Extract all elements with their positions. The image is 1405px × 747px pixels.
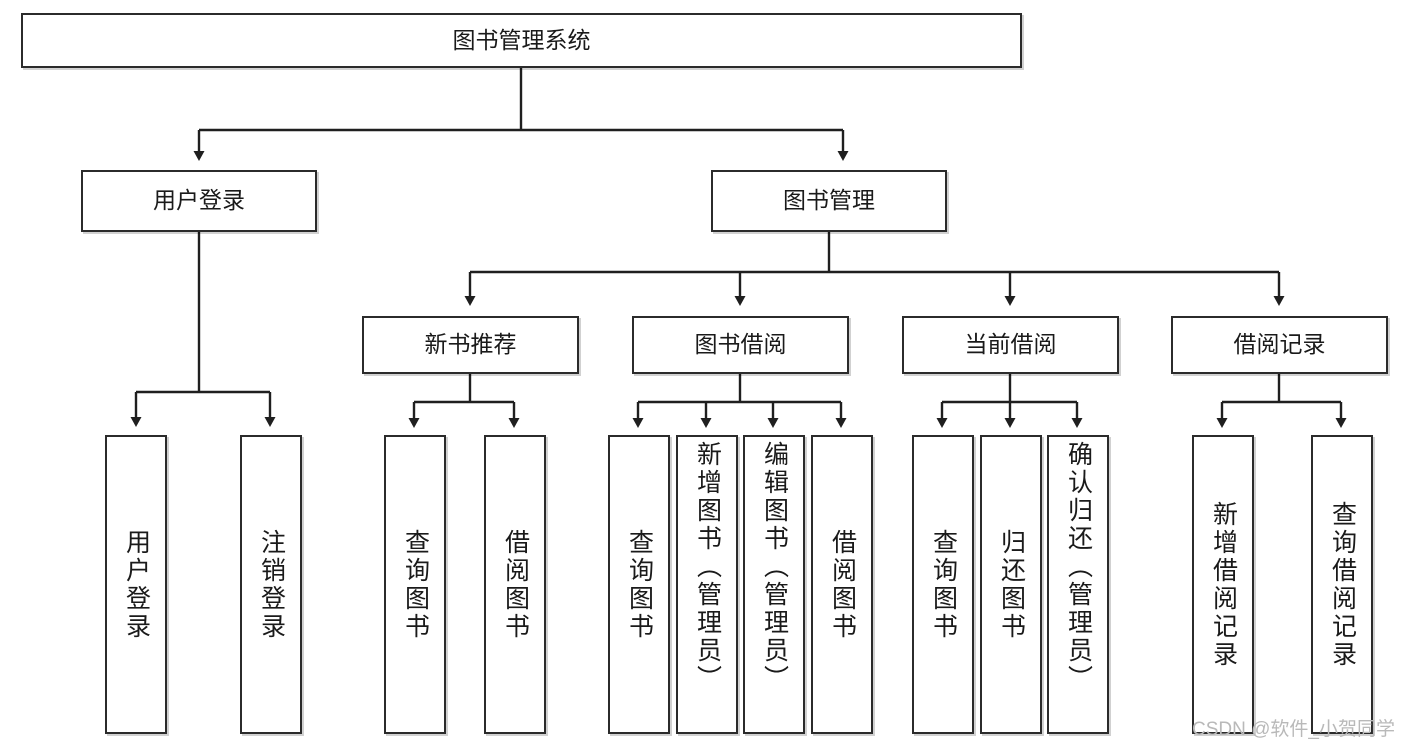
node-borrow-record[interactable]: 借阅记录 [1171,316,1388,374]
node-leaf-add-record[interactable]: 新增借阅记录 [1192,435,1254,734]
node-leaf-query-book-3-label: 查询图书 [929,528,958,641]
node-leaf-query-book-1[interactable]: 查询图书 [384,435,446,734]
node-book-borrow-label: 图书借阅 [694,331,787,358]
node-leaf-borrow-book-1[interactable]: 借阅图书 [484,435,546,734]
node-leaf-query-book-2-label: 查询图书 [625,528,654,641]
node-leaf-query-book-2[interactable]: 查询图书 [608,435,670,734]
node-leaf-add-record-label: 新增借阅记录 [1209,500,1238,669]
node-leaf-add-book-label: 新增图书（管理员） [693,441,722,693]
node-leaf-user-logout[interactable]: 注销登录 [240,435,302,734]
node-book-manage[interactable]: 图书管理 [711,170,947,232]
csdn-watermark: CSDN @软件_小贺同学 [1192,719,1395,740]
node-new-book-rec-label: 新书推荐 [424,331,517,358]
node-borrow-record-label: 借阅记录 [1233,331,1326,358]
node-leaf-return-book[interactable]: 归还图书 [980,435,1042,734]
node-current-borrow-label: 当前借阅 [964,331,1057,358]
node-root[interactable]: 图书管理系统 [21,13,1022,68]
node-root-label: 图书管理系统 [452,26,591,53]
node-leaf-user-logout-label: 注销登录 [257,528,286,641]
node-current-borrow[interactable]: 当前借阅 [902,316,1119,374]
node-leaf-borrow-book-2-label: 借阅图书 [828,528,857,641]
node-leaf-query-record-label: 查询借阅记录 [1328,500,1357,669]
node-book-manage-label: 图书管理 [783,187,875,214]
node-leaf-query-book-1-label: 查询图书 [401,528,430,641]
node-leaf-borrow-book-2[interactable]: 借阅图书 [811,435,873,734]
node-user-login-label: 用户登录 [153,187,245,214]
node-leaf-add-book[interactable]: 新增图书（管理员） [676,435,738,734]
node-user-login[interactable]: 用户登录 [81,170,317,232]
node-new-book-rec[interactable]: 新书推荐 [362,316,579,374]
node-book-borrow[interactable]: 图书借阅 [632,316,849,374]
node-leaf-user-login-label: 用户登录 [122,528,151,641]
node-leaf-confirm-return[interactable]: 确认归还（管理员） [1047,435,1109,734]
node-leaf-edit-book[interactable]: 编辑图书（管理员） [743,435,805,734]
node-leaf-user-login[interactable]: 用户登录 [105,435,167,734]
node-leaf-confirm-return-label: 确认归还（管理员） [1064,441,1093,693]
node-leaf-query-record[interactable]: 查询借阅记录 [1311,435,1373,734]
node-leaf-return-book-label: 归还图书 [997,528,1026,641]
node-leaf-borrow-book-1-label: 借阅图书 [501,528,530,641]
node-leaf-edit-book-label: 编辑图书（管理员） [760,441,789,693]
node-leaf-query-book-3[interactable]: 查询图书 [912,435,974,734]
